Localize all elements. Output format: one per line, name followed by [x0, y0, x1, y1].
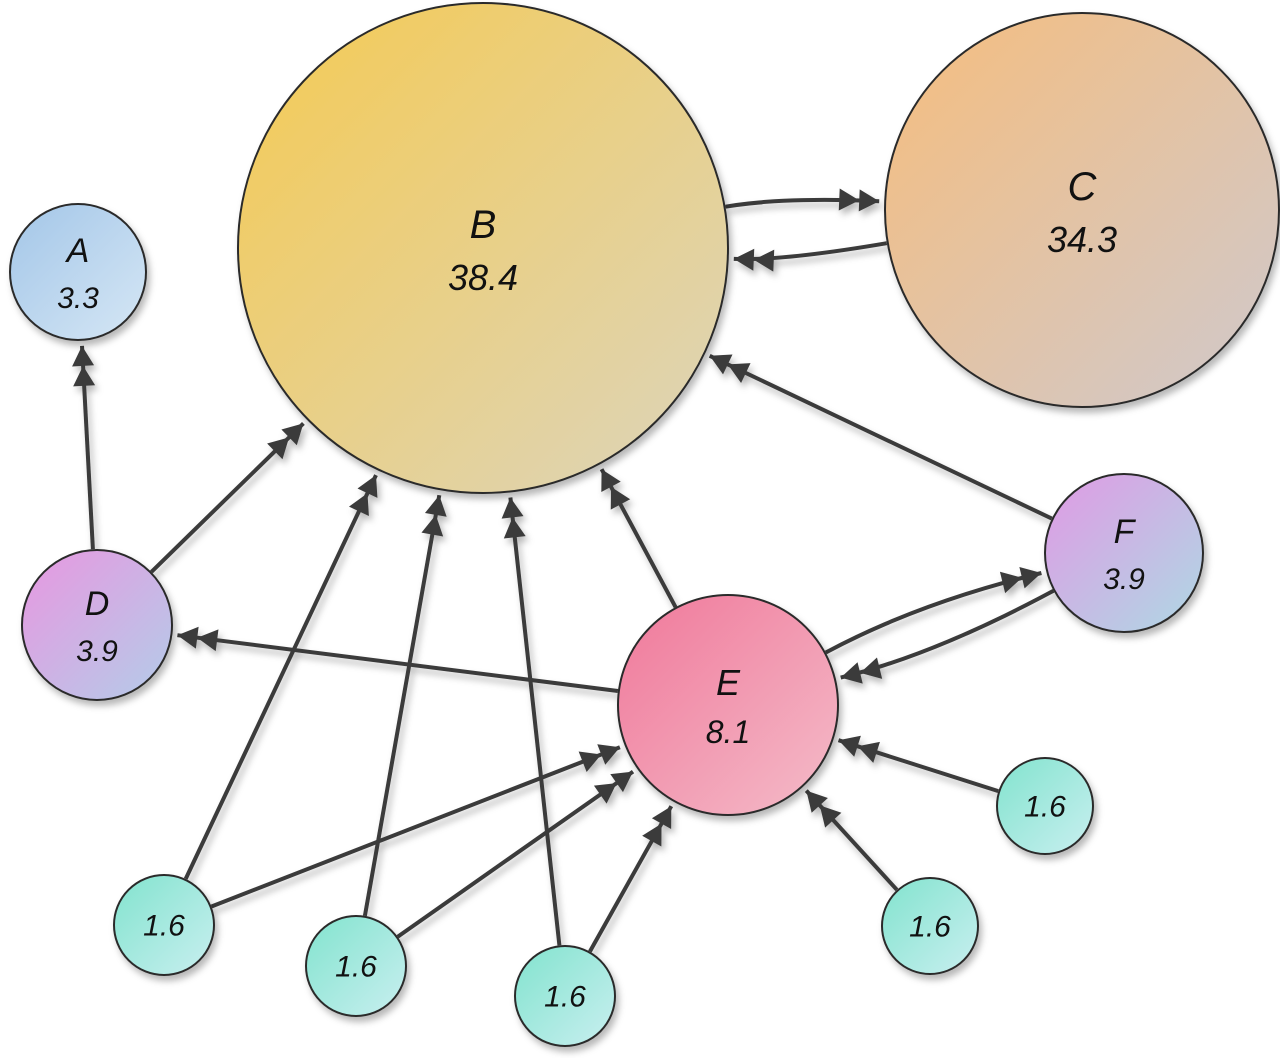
node-circle-A [9, 203, 147, 341]
node-label-C: C [1068, 165, 1098, 209]
node-label-F: F [1114, 513, 1137, 551]
edge-G2-to-B [362, 494, 447, 917]
node-label-A: A [65, 232, 90, 270]
node-value-F: 3.9 [1103, 563, 1145, 596]
edge-G1-to-E [210, 744, 621, 909]
node-circle-D [21, 549, 173, 701]
node-circle-G4 [881, 877, 979, 975]
node-circle-C [884, 12, 1280, 408]
node-layer: A 3.3 B 38.4 C 34.3D 3.9E 8.1 F 3.9 1.6 1.6 1.6 1.6 1.… [9, 2, 1280, 1047]
node-label-E: E [716, 662, 741, 703]
node-D: D 3.9 [21, 549, 173, 701]
node-circle-G2 [305, 915, 407, 1017]
node-circle-F [1044, 473, 1204, 633]
node-circle-G5 [996, 757, 1094, 855]
node-value-G4: 1.6 [909, 911, 951, 944]
node-value-C: 34.3 [1047, 219, 1117, 260]
node-G4: 1.6 [881, 877, 979, 975]
edge-G2-to-E [396, 769, 635, 939]
node-value-G5: 1.6 [1024, 791, 1066, 824]
node-value-D: 3.9 [76, 635, 118, 668]
node-C: C 34.3 [884, 12, 1280, 408]
node-circle-B [237, 2, 729, 494]
edge-F-to-B [708, 353, 1053, 521]
edge-G3-to-B [501, 497, 562, 946]
edge-G5-to-E [837, 735, 999, 794]
node-G2: 1.6 [305, 915, 407, 1017]
edge-E-to-F [824, 567, 1042, 655]
edge-D-to-A [72, 345, 96, 550]
node-E: E 8.1 [617, 594, 839, 816]
edge-C-to-B [733, 241, 888, 272]
node-G3: 1.6 [514, 945, 616, 1047]
edge-G4-to-E [804, 789, 899, 892]
node-value-G1: 1.6 [143, 910, 185, 943]
node-label-B: B [470, 203, 497, 247]
edge-D-to-B [150, 421, 305, 574]
node-A: A 3.3 [9, 203, 147, 341]
node-value-G2: 1.6 [335, 951, 377, 984]
node-G1: 1.6 [113, 874, 215, 976]
node-value-E: 8.1 [706, 714, 750, 750]
node-label-D: D [85, 585, 110, 623]
node-circle-E [617, 594, 839, 816]
edge-B-to-C [725, 188, 880, 212]
node-circle-G1 [113, 874, 215, 976]
edge-F-to-E [840, 589, 1055, 684]
edge-E-to-D [177, 626, 619, 693]
node-circle-G3 [514, 945, 616, 1047]
node-F: F 3.9 [1044, 473, 1204, 633]
node-value-B: 38.4 [448, 257, 518, 298]
node-value-G3: 1.6 [544, 981, 586, 1014]
edge-layer [72, 188, 1055, 953]
node-G5: 1.6 [996, 757, 1094, 855]
edge-G3-to-E [588, 805, 674, 953]
node-B: B 38.4 [237, 2, 729, 494]
node-value-A: 3.3 [57, 282, 99, 315]
edge-G1-to-B [183, 474, 378, 880]
edge-E-to-B [599, 468, 678, 609]
